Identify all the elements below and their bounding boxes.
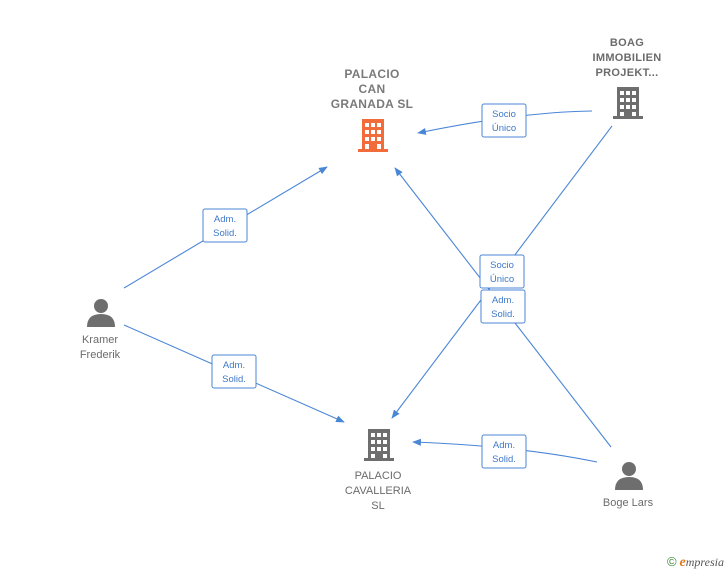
edge-label-line: Adm. (214, 214, 236, 225)
edge-label-line: Solid. (213, 228, 237, 239)
node-label-line: PALACIO (355, 470, 402, 482)
brand-logo-initial: e (679, 555, 686, 570)
brand-logo-name: mpresia (685, 555, 724, 569)
node-label-line: PALACIO (344, 67, 399, 81)
node-label-line: Kramer (82, 334, 118, 346)
edge-label-line: Socio (492, 109, 516, 120)
node-label-line: PROJEKT... (596, 67, 659, 79)
node-label-line: BOAG (610, 37, 644, 49)
edge-label-boge-cavalleria[interactable]: Adm. Solid. (481, 434, 527, 469)
building-icon (358, 119, 388, 152)
node-kramer-frederik[interactable]: Kramer Frederik (80, 299, 121, 361)
node-label-line: IMMOBILIEN (593, 52, 662, 64)
building-icon (364, 429, 394, 461)
edge-label-line: Solid. (222, 374, 246, 385)
edge-label-line: Socio (490, 260, 514, 271)
node-label-line: GRANADA SL (331, 97, 414, 111)
node-label-line: CAVALLERIA (345, 485, 412, 497)
copyright-icon: © (666, 554, 677, 569)
node-label-line: Boge Lars (603, 497, 654, 509)
edge-label-line: Solid. (491, 309, 515, 320)
edge-label-boag-cavalleria[interactable]: Socio Único (479, 254, 525, 289)
building-icon (613, 87, 643, 119)
edge-label-line: Adm. (493, 440, 515, 451)
edge-label-line: Adm. (223, 360, 245, 371)
node-label-line: Frederik (80, 349, 121, 361)
edge-label-line: Único (490, 274, 514, 285)
edge-label-line: Adm. (492, 295, 514, 306)
edge-label-boge-can-granada[interactable]: Adm. Solid. (480, 289, 526, 324)
person-icon (615, 462, 643, 490)
edge-label-line: Solid. (492, 454, 516, 465)
node-boag-immobilien[interactable]: BOAG IMMOBILIEN PROJEKT... (593, 37, 662, 119)
brand-watermark: ©empresia (667, 554, 724, 571)
edge-label-kramer-can-granada[interactable]: Adm. Solid. (202, 208, 248, 243)
node-label-line: SL (371, 500, 384, 512)
edge-label-kramer-cavalleria[interactable]: Adm. Solid. (211, 354, 257, 389)
node-boge-lars[interactable]: Boge Lars (603, 462, 654, 509)
node-palacio-cavalleria[interactable]: PALACIO CAVALLERIA SL (345, 429, 412, 512)
edge-label-boag-can-granada[interactable]: Socio Único (481, 103, 527, 138)
node-palacio-can-granada[interactable]: PALACIO CAN GRANADA SL (331, 67, 414, 152)
person-icon (87, 299, 115, 327)
node-label-line: CAN (359, 82, 386, 96)
edge-label-line: Único (492, 123, 516, 134)
